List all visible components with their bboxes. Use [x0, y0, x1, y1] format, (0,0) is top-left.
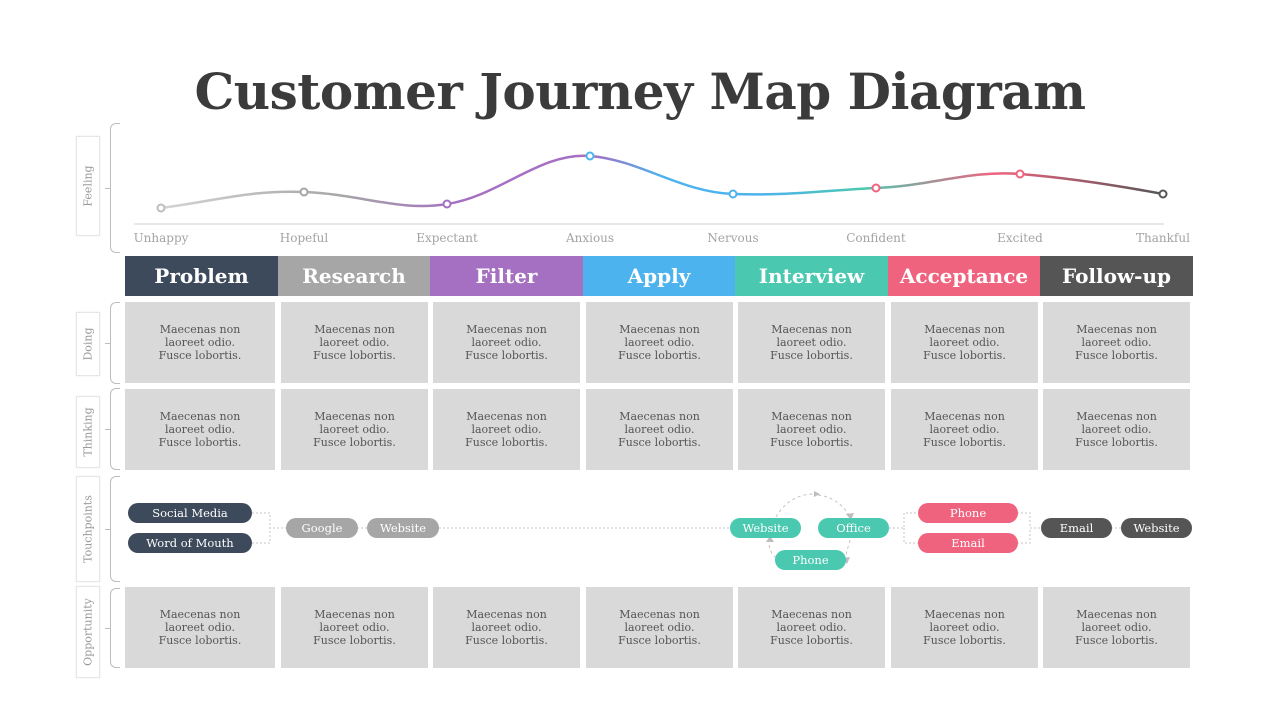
touchpoint-email-followup: Email	[1041, 518, 1112, 538]
row-label-opportunity: Opportunity	[76, 586, 100, 678]
touchpoint-email-acceptance: Email	[918, 533, 1018, 553]
cycle-arrow-left	[766, 536, 774, 542]
opportunity-cell-6: Maecenas non laoreet odio. Fusce loborti…	[891, 587, 1038, 668]
stage-header-6: Acceptance	[888, 256, 1040, 296]
cycle-arrow-top	[814, 491, 820, 497]
row-label-feeling: Feeling	[76, 136, 100, 236]
doing-cell-5: Maecenas non laoreet odio. Fusce loborti…	[738, 302, 885, 383]
connector-phone-email	[1017, 512, 1041, 529]
feeling-label-6: Confident	[846, 231, 906, 245]
feeling-label-1: Unhappy	[133, 231, 189, 245]
touchpoint-website-research: Website	[367, 518, 439, 538]
row-label-thinking: Thinking	[76, 396, 100, 468]
feeling-point-5	[728, 189, 738, 199]
feeling-point-4	[585, 151, 595, 161]
stage-header-2: Research	[278, 256, 430, 296]
touchpoint-office: Office	[818, 518, 889, 538]
opportunity-cell-3: Maecenas non laoreet odio. Fusce loborti…	[433, 587, 580, 668]
thinking-cell-2: Maecenas non laoreet odio. Fusce loborti…	[281, 389, 428, 470]
bracket-thinking	[105, 388, 120, 470]
feeling-label-3: Expectant	[416, 231, 478, 245]
feeling-curve-chart	[134, 151, 1168, 225]
doing-cell-6: Maecenas non laoreet odio. Fusce loborti…	[891, 302, 1038, 383]
doing-cell-7: Maecenas non laoreet odio. Fusce loborti…	[1043, 302, 1190, 383]
touchpoint-website-followup: Website	[1121, 518, 1192, 538]
opportunity-cell-4: Maecenas non laoreet odio. Fusce loborti…	[586, 587, 733, 668]
cycle-arrow-right	[846, 513, 854, 520]
feeling-point-8	[1158, 189, 1168, 199]
connector-email-email	[1017, 528, 1031, 544]
bracket-opportunity	[105, 588, 120, 668]
opportunity-cell-2: Maecenas non laoreet odio. Fusce loborti…	[281, 587, 428, 668]
stage-header-4: Apply	[583, 256, 735, 296]
feeling-point-6	[871, 183, 881, 193]
bracket-feeling	[105, 123, 120, 253]
feeling-point-3	[442, 199, 452, 209]
cycle-arc-top-left	[775, 493, 815, 518]
touchpoint-google: Google	[286, 518, 358, 538]
row-label-doing: Doing	[76, 312, 100, 376]
connector-office-phone	[889, 512, 918, 529]
cycle-arc-bottom-right	[845, 539, 851, 559]
doing-cell-3: Maecenas non laoreet odio. Fusce loborti…	[433, 302, 580, 383]
bracket-doing	[105, 302, 120, 384]
feeling-point-1	[156, 203, 166, 213]
connector-social-google	[252, 512, 286, 529]
touchpoint-phone-interview: Phone	[775, 550, 846, 570]
touchpoint-phone-acceptance: Phone	[918, 503, 1018, 523]
stage-header-1: Problem	[125, 256, 278, 296]
opportunity-cell-1: Maecenas non laoreet odio. Fusce loborti…	[125, 587, 275, 668]
thinking-cell-3: Maecenas non laoreet odio. Fusce loborti…	[433, 389, 580, 470]
row-label-touchpoints: Touchpoints	[76, 476, 100, 582]
feeling-point-7	[1015, 169, 1025, 179]
stage-header-5: Interview	[735, 256, 888, 296]
touchpoint-website-interview: Website	[730, 518, 801, 538]
opportunity-cell-5: Maecenas non laoreet odio. Fusce loborti…	[738, 587, 885, 668]
stage-header-3: Filter	[430, 256, 583, 296]
feeling-label-8: Thankful	[1136, 231, 1190, 245]
feeling-curve	[160, 154, 1164, 210]
thinking-cell-1: Maecenas non laoreet odio. Fusce loborti…	[125, 389, 275, 470]
thinking-cell-5: Maecenas non laoreet odio. Fusce loborti…	[738, 389, 885, 470]
thinking-cell-6: Maecenas non laoreet odio. Fusce loborti…	[891, 389, 1038, 470]
feeling-point-2	[299, 187, 309, 197]
page-title: Customer Journey Map Diagram	[194, 62, 1086, 121]
feeling-label-7: Excited	[997, 231, 1043, 245]
thinking-cell-4: Maecenas non laoreet odio. Fusce loborti…	[586, 389, 733, 470]
doing-cell-4: Maecenas non laoreet odio. Fusce loborti…	[586, 302, 733, 383]
feeling-label-5: Nervous	[707, 231, 759, 245]
feeling-label-2: Hopeful	[279, 231, 329, 245]
connector-office-email	[903, 528, 918, 544]
feeling-label-4: Anxious	[565, 231, 615, 245]
opportunity-cell-7: Maecenas non laoreet odio. Fusce loborti…	[1043, 587, 1190, 668]
thinking-cell-7: Maecenas non laoreet odio. Fusce loborti…	[1043, 389, 1190, 470]
touchpoint-word-of-mouth: Word of Mouth	[128, 533, 252, 553]
connector-word-google	[252, 528, 271, 544]
cycle-arc-top-right	[817, 494, 851, 518]
doing-cell-2: Maecenas non laoreet odio. Fusce loborti…	[281, 302, 428, 383]
touchpoint-social-media: Social Media	[128, 503, 252, 523]
stage-header-7: Follow-up	[1040, 256, 1193, 296]
bracket-touchpoints	[105, 476, 120, 582]
doing-cell-1: Maecenas non laoreet odio. Fusce loborti…	[125, 302, 275, 383]
